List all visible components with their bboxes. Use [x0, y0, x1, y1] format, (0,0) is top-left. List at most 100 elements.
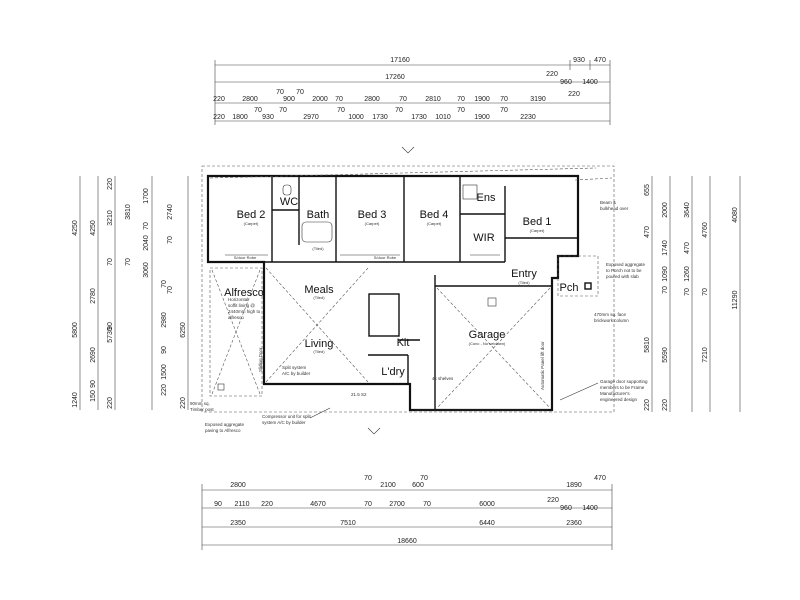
dim-b2-0: 90: [214, 501, 222, 508]
note-garage-door-3: Manufacturer's: [600, 391, 630, 396]
dim-l5-3: 220: [180, 397, 187, 409]
room-meals: Meals: [304, 284, 334, 296]
room-bed3-floor: (Carpet): [365, 221, 380, 226]
dim-b1-2: 2100: [380, 482, 396, 489]
note-porch-1: Exposed aggregate: [606, 262, 646, 267]
dim-r2-4: 5590: [662, 347, 669, 363]
left-dimensions: 4250 5800 1240 4250 2780 2690 150 90 321…: [72, 176, 189, 410]
note-garage-door-1: Garage door supporting: [600, 379, 648, 384]
dim-r4c-1: 70: [702, 288, 709, 296]
dim-l4-6: 2980: [161, 312, 168, 328]
room-entry-floor: (Tiled): [518, 280, 530, 285]
dim-r3-12: 70: [500, 96, 508, 103]
dim-r4-15: 2230: [520, 114, 536, 121]
room-living: Living: [305, 338, 334, 350]
dim-r3-0: 220: [213, 96, 225, 103]
note-exposed-alfresco-1: Exposed aggregate: [205, 422, 245, 427]
dim-top-470: 470: [594, 57, 606, 64]
room-kit: Kit: [397, 337, 410, 349]
dim-r4-4: 70: [279, 107, 287, 114]
dim-top-930: 930: [573, 57, 585, 64]
note-beam-1: Beam &: [600, 200, 616, 205]
dim-r4-9: 70: [395, 107, 403, 114]
note-column-1: 470mm sq. face: [594, 312, 627, 317]
room-bath: Bath: [307, 209, 330, 221]
room-meals-floor: (Tiled): [313, 295, 325, 300]
dim-r2-0: 2000: [662, 202, 669, 218]
dim-r2-2: 1090: [662, 266, 669, 282]
note-exposed-alfresco-2: paving to Alfresco: [205, 428, 241, 433]
section-arrow-bottom-icon: [367, 427, 381, 435]
room-entry: Entry: [511, 268, 537, 280]
room-bed2: Bed 2: [237, 209, 266, 221]
dim-b1-6: 470: [594, 475, 606, 482]
dim-l4-5: 70: [161, 280, 168, 288]
note-split-2: A/C by builder: [282, 371, 311, 376]
room-labels: Bed 2 (Carpet) WC Bath (Tiled) Bed 3 (Ca…: [224, 192, 578, 378]
dim-l4-1: 1700: [143, 188, 150, 204]
dim-r4-2: 70: [254, 107, 262, 114]
dim-r3-14: 220: [568, 91, 580, 98]
dim-l2-3: 150: [90, 390, 97, 402]
dim-b2-9: 960: [560, 505, 572, 512]
room-wc: WC: [280, 196, 298, 208]
dim-b2-5: 2700: [389, 501, 405, 508]
annotations: Horizontal soffit lining @ 2440mm high t…: [190, 200, 648, 433]
dim-r5c-0: 4080: [732, 207, 739, 223]
room-bed1: Bed 1: [523, 216, 552, 228]
dim-b2-4: 70: [364, 501, 372, 508]
note-porch-2: to Porch not to be: [606, 268, 642, 273]
dim-b2-3: 4670: [310, 501, 326, 508]
room-bed4: Bed 4: [420, 209, 449, 221]
dim-r3-11: 1900: [474, 96, 490, 103]
note-porch-3: poured with slab: [606, 274, 639, 279]
dim-r4-1: 1800: [232, 114, 248, 121]
room-bed4-floor: (Carpet): [427, 221, 442, 226]
dim-r2-1: 1740: [662, 240, 669, 256]
dim-r4-11: 1010: [435, 114, 451, 121]
dim-l3-0: 3210: [107, 210, 114, 226]
room-alfresco: Alfresco: [224, 287, 264, 299]
dim-r4-7: 1000: [348, 114, 364, 121]
dim-r3-4: 70: [296, 89, 304, 96]
note-garage-door-2: members to be Frame: [600, 385, 645, 390]
dim-l4-4: 3060: [143, 262, 150, 278]
dim-l1-2: 1240: [72, 392, 79, 408]
dim-r3-8: 70: [399, 96, 407, 103]
dim-l5-2: 70: [167, 236, 174, 244]
dim-l4-2: 2040: [143, 235, 150, 251]
dim-l4-8: 1500: [161, 364, 168, 380]
room-wir: WIR: [473, 232, 494, 244]
note-beam-2: bulkhead over: [600, 206, 629, 211]
dim-b2-10: 1400: [582, 505, 598, 512]
dim-top-220: 220: [546, 71, 558, 78]
dim-r3-9: 2810: [425, 96, 441, 103]
dim-r4-0: 220: [213, 114, 225, 121]
dim-r3-6: 70: [335, 96, 343, 103]
dim-b1-0: 2800: [230, 482, 246, 489]
dim-r4-6: 70: [337, 107, 345, 114]
room-living-floor: (Tiled): [313, 349, 325, 354]
dim-b1-4: 70: [420, 475, 428, 482]
dim-top-1400: 1400: [582, 79, 598, 86]
dim-r3c-0: 3640: [684, 202, 691, 218]
room-ens: Ens: [477, 192, 496, 204]
dim-b2-1: 2110: [234, 501, 249, 508]
dim-r1-0: 655: [644, 184, 651, 196]
dim-r4c-2: 7210: [702, 347, 709, 363]
dim-r2-5: 220: [662, 399, 669, 411]
dim-l1-1: 5800: [72, 322, 79, 338]
dim-r4-12: 70: [457, 107, 465, 114]
dim-l2-0: 4250: [90, 220, 97, 236]
dim-l4-7: 90: [161, 346, 168, 354]
dim-l4-9: 220: [161, 384, 168, 396]
dim-b1-1: 70: [364, 475, 372, 482]
dim-r4-3: 930: [262, 114, 274, 121]
note-compressor-2: system A/C by builder: [262, 420, 306, 425]
note-garage-door-4: engineered design: [600, 397, 638, 402]
dim-r3-1: 2800: [242, 96, 258, 103]
dim-b2-7: 6000: [479, 501, 495, 508]
note-soffit-2: soffit lining @: [228, 303, 255, 308]
